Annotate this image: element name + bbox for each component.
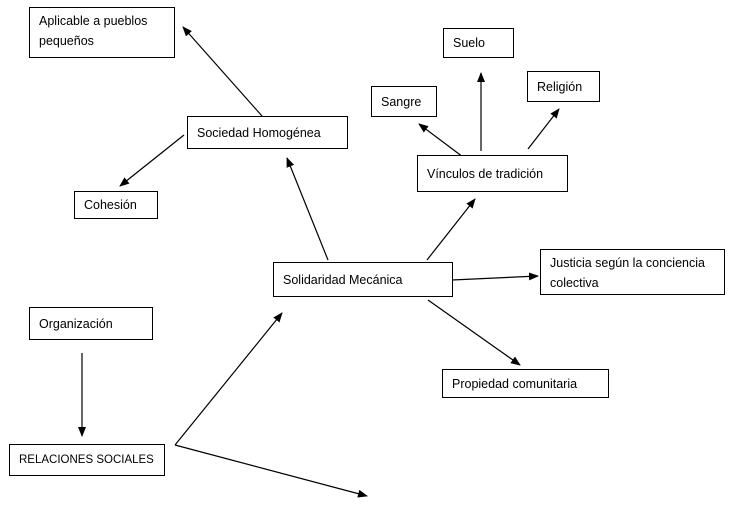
node-vinculos-tradicion: Vínculos de tradición	[417, 155, 568, 192]
node-religion: Religión	[527, 71, 600, 102]
arrow-homogenea-to-pueblos	[182, 26, 263, 117]
arrow-relaciones-to-open-end	[174, 444, 368, 498]
node-sociedad-homogenea: Sociedad Homogénea	[187, 116, 348, 149]
arrow-mecanica-to-propiedad	[427, 299, 521, 366]
arrow-mecanica-to-homogenea	[286, 157, 329, 261]
node-relaciones-sociales: RELACIONES SOCIALES	[9, 444, 165, 476]
arrow-mecanica-to-justicia	[451, 272, 539, 281]
node-organizacion: Organización	[29, 307, 153, 340]
node-suelo: Suelo	[443, 28, 514, 58]
node-propiedad-comunitaria: Propiedad comunitaria	[442, 369, 609, 398]
node-justicia: Justicia según la conciencia colectiva	[540, 249, 725, 295]
arrow-vinculos-to-sangre	[418, 123, 464, 158]
arrow-homogenea-to-cohesion	[119, 134, 185, 187]
node-pueblos: Aplicable a pueblos pequeños	[29, 7, 175, 58]
node-solidaridad-mecanica: Solidaridad Mecánica	[273, 262, 453, 297]
node-cohesion: Cohesión	[74, 191, 158, 219]
arrow-vinculos-to-religion	[527, 108, 560, 150]
node-sangre: Sangre	[371, 86, 437, 117]
arrow-mecanica-to-vinculos	[426, 198, 476, 261]
arrow-relaciones-to-mecanica	[174, 312, 283, 446]
